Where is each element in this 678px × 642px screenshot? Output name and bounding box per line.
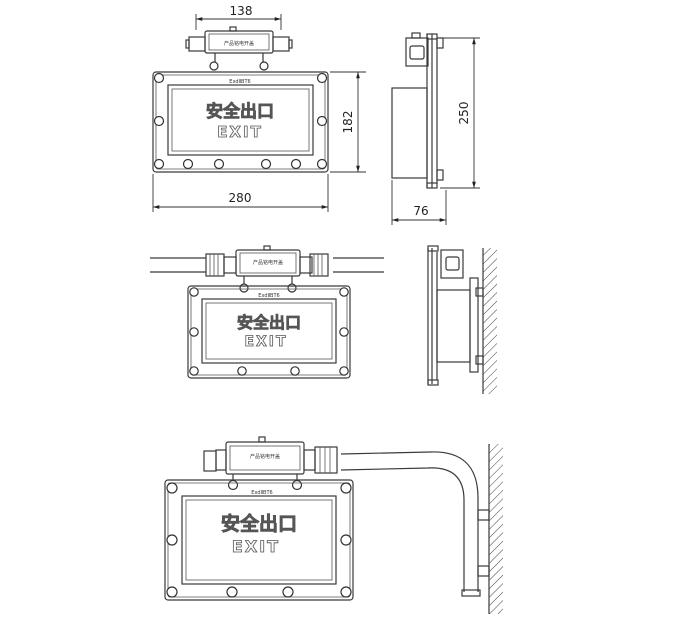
box-label-3: 产品铭电开盖 [250,453,280,460]
dim-width-panel-label: 280 [229,191,252,205]
junction-box: 产品铭电开盖 [185,26,293,71]
sign-exit-text: EXIT [217,123,263,141]
dim-height-total-label: 250 [457,102,471,125]
bracket-mount-view: 产品铭电开盖 ExdⅡBT6 安全出口 EXIT [164,436,503,614]
marking-label: ExdⅡBT6 [229,79,250,85]
wall-mount-side-view [427,245,497,394]
sign-panel: ExdⅡBT6 安全出口 EXIT [152,71,329,173]
dim-height-panel: 182 [330,71,366,173]
conduit-mount-view: 产品铭电开盖 ExdⅡBT6 安全出口 EXIT [150,245,384,379]
dim-depth-label: 76 [413,204,428,218]
dim-height-panel-label: 182 [341,111,355,134]
front-view: 产品铭电开盖 ExdⅡBT6 安全出口 EXIT [152,4,366,212]
sign-exit-text-3: EXIT [232,537,280,556]
marking-label-3: ExdⅡBT6 [251,490,272,496]
sign-chinese-text-2: 安全出口 [237,313,301,332]
box-label: 产品铭电开盖 [224,40,254,47]
dim-width-top-label: 138 [230,4,253,18]
marking-label-2: ExdⅡBT6 [258,293,279,299]
side-view: 250 76 [391,32,480,225]
sign-chinese-text: 安全出口 [206,101,274,122]
sign-chinese-text-3: 安全出口 [221,512,297,535]
dim-width-panel: 280 [152,174,329,212]
dim-width-top: 138 [195,4,282,30]
sign-exit-text-2: EXIT [244,334,287,350]
box-label-2: 产品铭电开盖 [253,259,283,266]
